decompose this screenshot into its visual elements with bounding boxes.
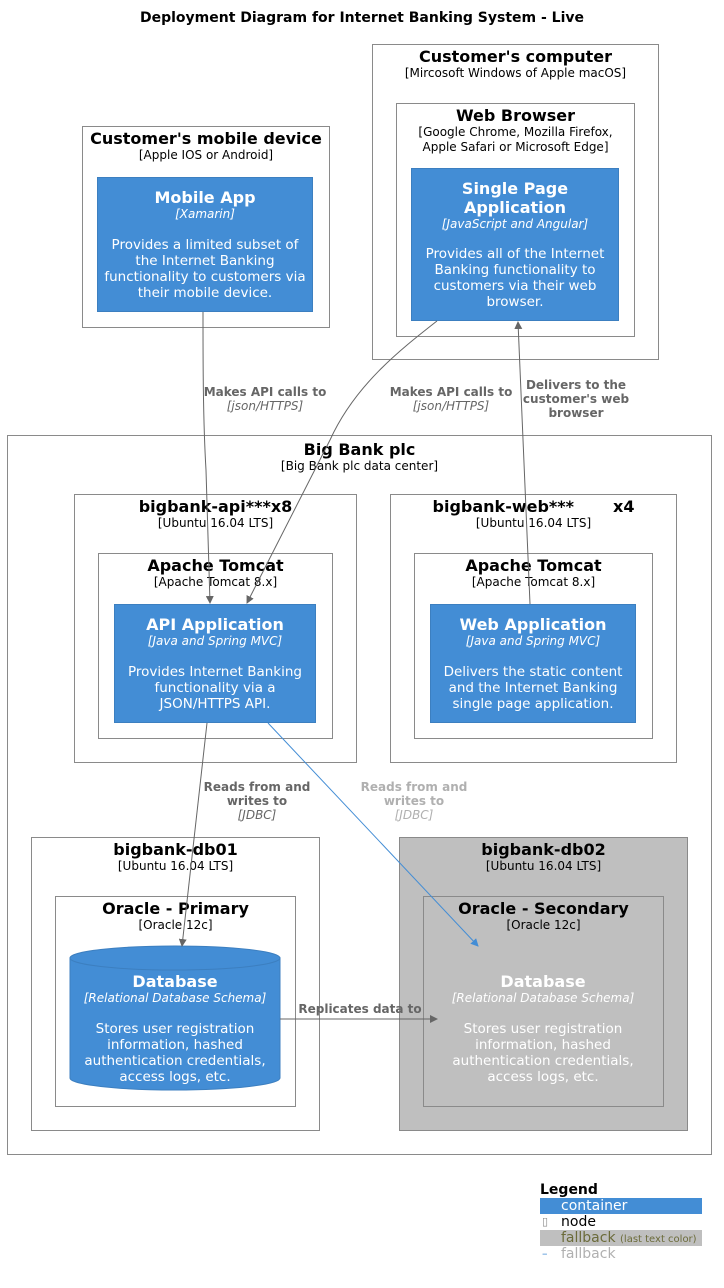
db-secondary-container[interactable]: Database [Relational Database Schema] St… [442, 972, 644, 1085]
node-title: Oracle - Secondary [458, 899, 629, 918]
container-tech: [JavaScript and Angular] [441, 217, 589, 231]
edge-label-text: Reads from and [360, 780, 468, 794]
edge-label-web-spa: Delivers to the customer's web browser [511, 378, 641, 420]
legend-item-node: ▯ node [540, 1214, 702, 1230]
node-title: bigbank-api***x8 [138, 497, 293, 516]
node-title: Customer's mobile device [90, 129, 322, 148]
container-tech: [Relational Database Schema] [83, 991, 267, 1005]
container-desc: Provides a limited subset of the Interne… [104, 237, 306, 301]
edge-label-tech: [json/HTTPS] [226, 399, 304, 413]
edge-label-replicate: Replicates data to [290, 1002, 430, 1016]
container-desc: Stores user registration information, ha… [84, 1021, 266, 1085]
web-browser-node: Web Browser [Google Chrome, Mozilla Fire… [396, 103, 635, 337]
node-tech: [Ubuntu 16.04 LTS] [117, 859, 234, 873]
node-title: Oracle - Primary [102, 899, 249, 918]
edge-label-text: customer's web [522, 392, 630, 406]
edge-label-text: writes to [226, 794, 288, 808]
web-server-node: bigbank-web*** x4 [Ubuntu 16.04 LTS] [390, 494, 677, 763]
legend: Legend container ▯ node fallback (last t… [540, 1182, 702, 1262]
diagram-title: Deployment Diagram for Internet Banking … [139, 10, 585, 26]
node-title: Apache Tomcat [465, 556, 602, 575]
container-desc: Provides all of the Internet Banking fun… [425, 246, 605, 310]
legend-label: node [561, 1214, 596, 1230]
edge-label-text: Replicates data to [298, 1002, 422, 1016]
container-desc: Provides Internet Banking functionality … [127, 664, 303, 712]
legend-label: fallback [561, 1246, 616, 1262]
node-tech: [Ubuntu 16.04 LTS] [475, 516, 592, 530]
legend-note: (last text color) [620, 1234, 697, 1245]
edge-label-api-db2: Reads from and writes to [JDBC] [349, 780, 479, 822]
legend-item-container: container [540, 1198, 702, 1214]
node-tech: [Oracle 12c] [138, 918, 213, 932]
edge-label-mobile-api: Makes API calls to [json/HTTPS] [190, 385, 340, 413]
web-tomcat-node: Apache Tomcat [Apache Tomcat 8.x] [414, 553, 653, 739]
node-title: Apache Tomcat [147, 556, 284, 575]
container-desc: Stores user registration information, ha… [452, 1021, 634, 1085]
edge-label-tech: [JDBC] [237, 808, 277, 822]
node-title: Customer's computer [418, 47, 613, 66]
node-title: bigbank-web*** x4 [432, 497, 635, 516]
node-title: bigbank-db02 [481, 840, 606, 859]
db-primary-container[interactable]: Database [Relational Database Schema] St… [74, 972, 276, 1085]
node-tech: [Apache Tomcat 8.x] [153, 575, 278, 589]
web-app-container[interactable]: Web Application [Java and Spring MVC] De… [430, 604, 636, 723]
container-title: Database [500, 972, 586, 991]
edge-label-text: Reads from and [203, 780, 311, 794]
container-title: Single Page Application [461, 179, 569, 217]
container-title: Web Application [459, 615, 607, 634]
container-tech: [Relational Database Schema] [451, 991, 635, 1005]
legend-title: Legend [540, 1182, 598, 1198]
edge-label-text: browser [548, 406, 604, 420]
node-title: Web Browser [455, 106, 576, 125]
edge-label-api-db1: Reads from and writes to [JDBC] [192, 780, 322, 822]
legend-swatch-icon: ▯ [542, 1215, 549, 1228]
mobile-app-container[interactable]: Mobile App [Xamarin] Provides a limited … [97, 177, 313, 312]
edge-label-tech: [json/HTTPS] [412, 399, 490, 413]
container-tech: [Java and Spring MVC] [465, 634, 601, 648]
container-title: API Application [146, 615, 284, 634]
node-tech: [Ubuntu 16.04 LTS] [157, 516, 274, 530]
node-tech: [Ubuntu 16.04 LTS] [485, 859, 602, 873]
legend-item-fallback-line: – fallback [540, 1246, 702, 1262]
edge-label-spa-api: Makes API calls to [json/HTTPS] [376, 385, 526, 413]
container-tech: [Xamarin] [175, 207, 235, 221]
edge-label-text: Makes API calls to [389, 385, 513, 399]
db-primary-cylinder [69, 945, 281, 1091]
node-tech: Apple Safari or Microsoft Edge] [422, 140, 609, 154]
container-title: Mobile App [154, 188, 256, 207]
node-title: bigbank-db01 [113, 840, 238, 859]
container-title: Database [132, 972, 218, 991]
api-app-container[interactable]: API Application [Java and Spring MVC] Pr… [114, 604, 316, 723]
node-tech: [Big Bank plc data center] [280, 459, 439, 473]
container-desc: Delivers the static content and the Inte… [443, 664, 623, 712]
node-tech: [Mircosoft Windows of Apple macOS] [404, 66, 627, 80]
oracle-secondary-node: Oracle - Secondary [Oracle 12c] [423, 896, 664, 1107]
node-tech: [Apple IOS or Android] [138, 148, 274, 162]
customer-computer-node: Customer's computer [Mircosoft Windows o… [372, 44, 659, 360]
legend-label: fallback [561, 1230, 616, 1246]
node-tech: [Oracle 12c] [506, 918, 581, 932]
spa-container[interactable]: Single Page Application [JavaScript and … [411, 168, 619, 321]
edge-label-text: Makes API calls to [203, 385, 327, 399]
legend-label: container [561, 1198, 628, 1214]
edge-label-tech: [JDBC] [394, 808, 434, 822]
legend-line-icon: – [542, 1247, 548, 1260]
container-tech: [Java and Spring MVC] [147, 634, 283, 648]
edge-label-text: Delivers to the [525, 378, 627, 392]
legend-item-fallback-bg: fallback (last text color) [540, 1230, 702, 1246]
node-title: Big Bank plc [303, 440, 416, 459]
node-tech: [Google Chrome, Mozilla Firefox, [418, 125, 613, 139]
node-tech: [Apache Tomcat 8.x] [471, 575, 596, 589]
edge-label-text: writes to [383, 794, 445, 808]
